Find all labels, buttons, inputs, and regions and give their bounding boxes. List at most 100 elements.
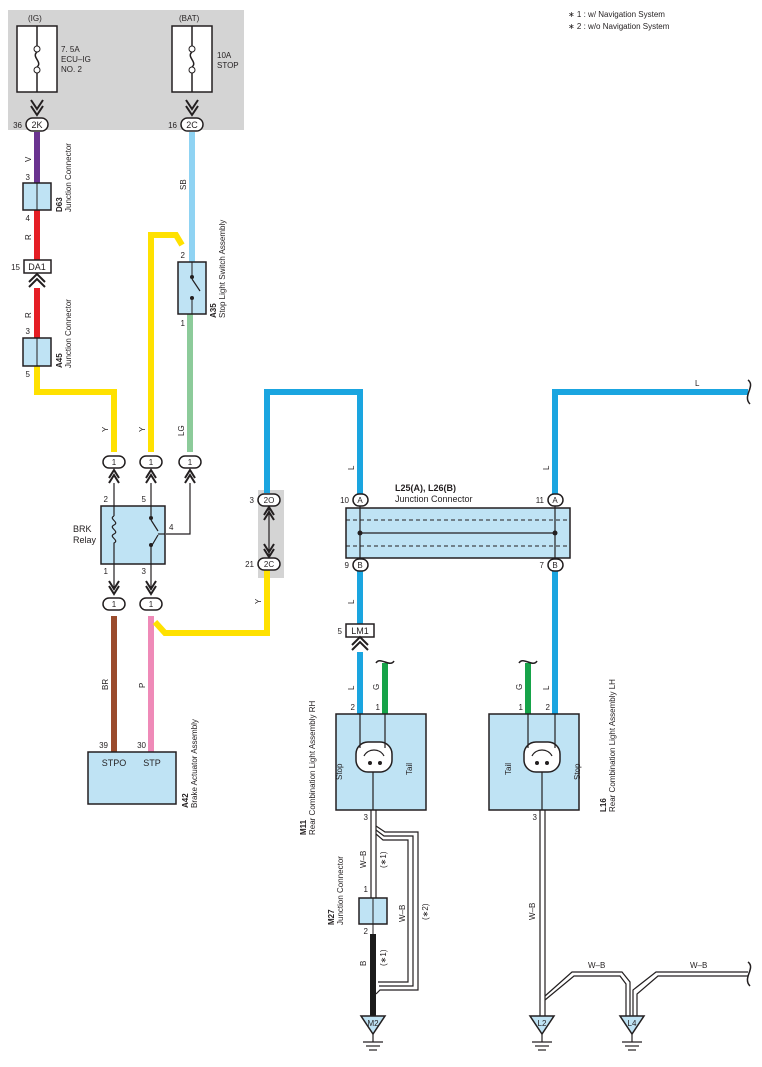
a35-pin-1: 1 (181, 319, 186, 328)
connector-1-b (139, 455, 163, 469)
label-star1-a: (∗1) (379, 851, 388, 868)
m27-pin-2: 2 (364, 927, 369, 936)
source-bat: (BAT) (179, 14, 200, 23)
ground-l4 (618, 1015, 646, 1051)
l16-pin-1: 1 (519, 703, 524, 712)
wire-l-top (264, 389, 363, 496)
connector-1-a-label: 1 (112, 458, 117, 467)
connector-a-11-pin: 11 (536, 496, 545, 505)
l16-code: L16 (599, 798, 608, 812)
connector-b-9-label: B (357, 561, 362, 570)
ground-m2-label: M2 (367, 1019, 379, 1028)
note-2: ∗ 2 : w/o Navigation System (568, 22, 670, 31)
bulb-m11 (355, 714, 393, 810)
fuse-ecu-name: ECU–IG (61, 55, 91, 64)
wire-y-loop (148, 232, 185, 452)
a42-name: Brake Actuator Assembly (190, 719, 199, 808)
label-star2: (∗2) (421, 903, 430, 920)
l25-sub: Junction Connector (395, 494, 473, 504)
a35-name: Stop Light Switch Assembly (218, 220, 227, 318)
label-l-4: L (347, 685, 356, 690)
label-p: P (138, 683, 147, 688)
fuse-stop (171, 25, 213, 93)
ground-l4-label: L4 (628, 1019, 637, 1028)
m11-code: M11 (299, 819, 308, 835)
connector-a-10-label: A (357, 496, 363, 505)
connector-2o-pin: 3 (250, 496, 255, 505)
connector-b-7-pin: 7 (540, 561, 545, 570)
bulb-l16 (523, 714, 561, 810)
a42-stp: STP (143, 758, 161, 768)
label-y-1: Y (101, 426, 110, 432)
connector-2c-top (180, 117, 204, 132)
a42-pin-30: 30 (137, 741, 146, 750)
wire-y-bottom (152, 570, 270, 636)
label-wb-3: W–B (528, 903, 537, 920)
m27-code: M27 (327, 909, 336, 925)
label-wb-2: W–B (398, 905, 407, 922)
connector-2o-label: 2O (264, 496, 275, 505)
arrow-2k (30, 99, 44, 117)
m27-name: Junction Connector (336, 856, 345, 925)
fuse-ecu-ig (16, 25, 58, 93)
connector-lm1-pin: 5 (338, 627, 343, 636)
connector-2k-pin: 36 (13, 121, 22, 130)
label-r-1: R (24, 234, 33, 240)
m11-pin-1: 1 (376, 703, 381, 712)
label-wb-5: W–B (690, 961, 707, 970)
label-wb-1: W–B (359, 851, 368, 868)
label-g-1: G (372, 684, 381, 690)
label-l-top: L (695, 379, 700, 388)
a45-code: A45 (55, 353, 64, 368)
label-lg: LG (177, 425, 186, 436)
relay-brk (100, 505, 166, 565)
l16-pin-3: 3 (533, 813, 538, 822)
connector-1-e (139, 597, 163, 611)
l16-tail: Tail (504, 763, 513, 775)
relay-label-2: Relay (73, 535, 97, 545)
m11-pin-2: 2 (351, 703, 356, 712)
connector-lm1-label: LM1 (351, 626, 369, 636)
cut-g-l16 (518, 659, 538, 665)
a45-name: Junction Connector (64, 299, 73, 368)
connector-1-c (178, 455, 202, 469)
connector-a-10-pin: 10 (340, 496, 349, 505)
connector-2c-top-label: 2C (186, 120, 198, 130)
m11-name: Rear Combination Light Assembly RH (308, 700, 317, 835)
label-star1-b: (∗1) (379, 949, 388, 966)
label-g-2: G (515, 684, 524, 690)
connector-b-7-label: B (552, 561, 557, 570)
cut-l-right (746, 379, 752, 405)
connector-1-e-label: 1 (149, 600, 154, 609)
a42-pin-39: 39 (99, 741, 108, 750)
a35-code: A35 (209, 303, 218, 318)
m11-tail: Tail (405, 763, 414, 775)
ground-m2 (359, 1015, 387, 1051)
l16-pin-2: 2 (546, 703, 551, 712)
connector-b-9 (352, 558, 369, 572)
connector-1-b-label: 1 (149, 458, 154, 467)
fuse-ecu-amp: 7. 5A (61, 45, 80, 54)
connector-a-11-label: A (552, 496, 558, 505)
l16-name: Rear Combination Light Assembly LH (608, 679, 617, 812)
fuse-stop-name: STOP (217, 61, 239, 70)
arrow-da1 (28, 272, 46, 288)
relay-pin-1: 1 (104, 567, 109, 576)
d63-code: D63 (55, 197, 64, 212)
wire-wb-group (370, 810, 748, 1016)
a35-pin-2: 2 (181, 251, 186, 260)
source-ig: (IG) (28, 14, 42, 23)
connector-1-a (102, 455, 126, 469)
connector-1-d-label: 1 (112, 600, 117, 609)
connector-2c-top-pin: 16 (168, 121, 177, 130)
label-l-1: L (347, 465, 356, 470)
d63-pin-3: 3 (26, 173, 31, 182)
a42-stpo: STPO (102, 758, 127, 768)
ground-l2-label: L2 (538, 1019, 547, 1028)
connector-da1-pin: 15 (11, 263, 20, 272)
actuator-a42 (87, 751, 177, 805)
label-l-3: L (347, 599, 356, 604)
wire-l-right (552, 389, 748, 496)
connector-b-7 (547, 558, 564, 572)
